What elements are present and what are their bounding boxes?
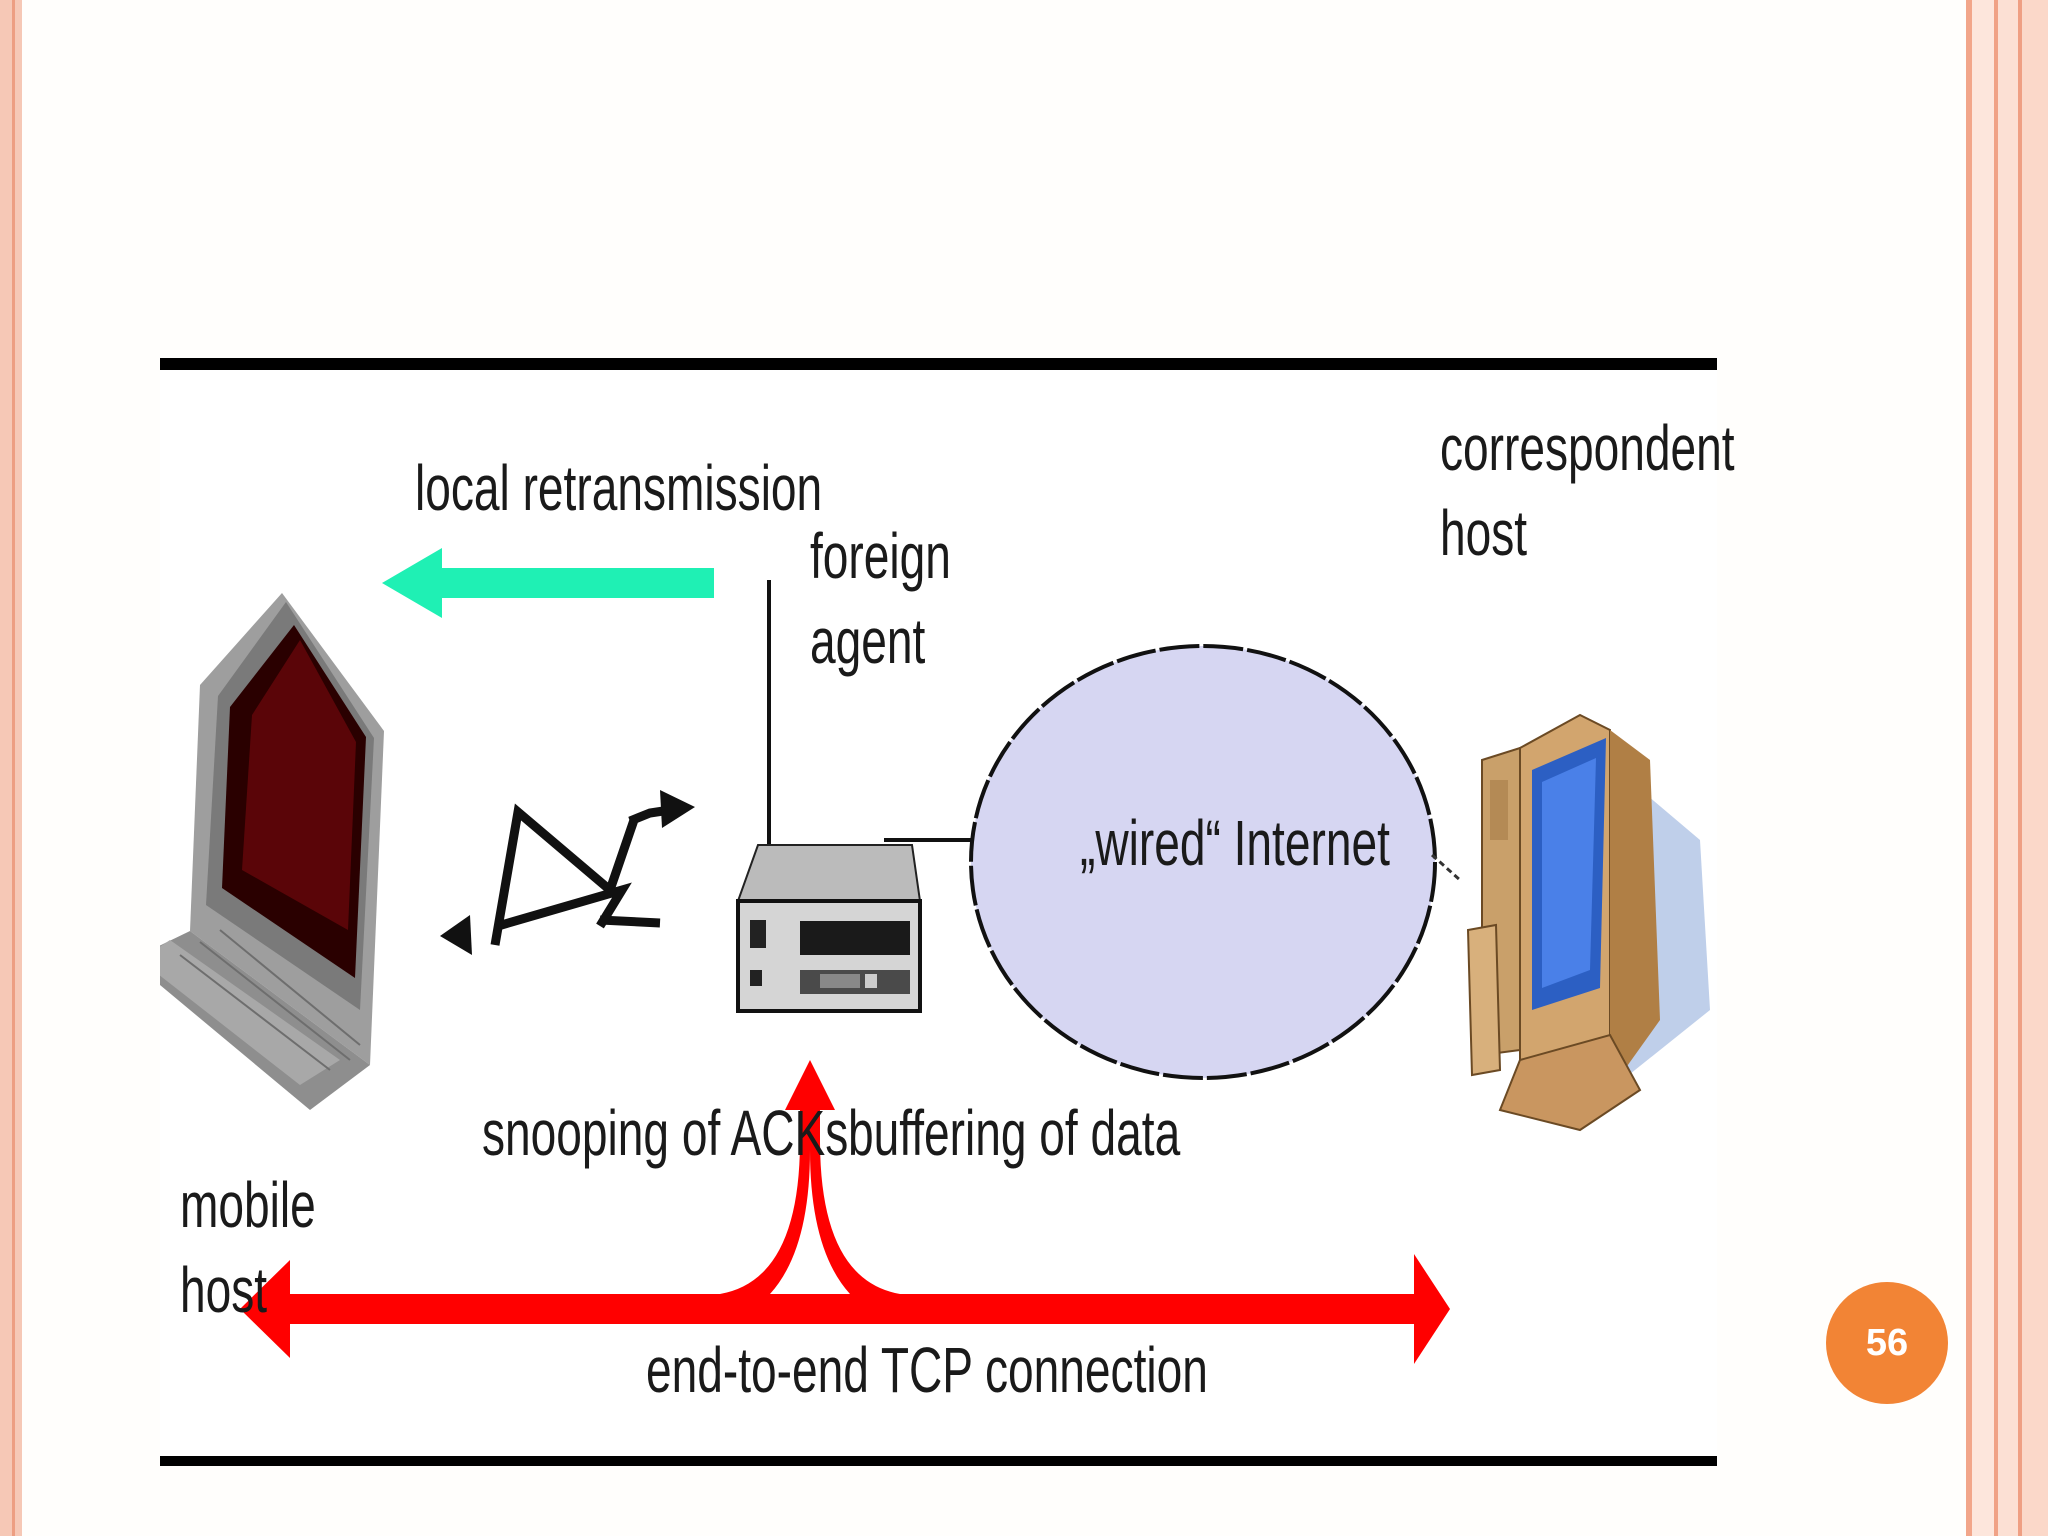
end-to-end-tcp-arrow <box>240 1060 1450 1364</box>
wired-link-2 <box>1431 853 1461 882</box>
label-correspondent-1: correspondent <box>1440 412 1735 484</box>
page-number-badge: 56 <box>1826 1282 1948 1404</box>
label-mobile-1: mobile <box>180 1169 316 1241</box>
local-retransmission-arrow <box>382 548 714 618</box>
desktop-computer-icon <box>1466 713 1710 1132</box>
label-foreign-agent-2: agent <box>810 605 926 677</box>
label-buffering: buffering of data <box>848 1097 1181 1169</box>
label-snooping: snooping of ACKs <box>482 1097 849 1169</box>
snooping-tcp-diagram: local retransmission foreign agent corre… <box>160 358 1735 1466</box>
label-mobile-2: host <box>180 1254 268 1326</box>
diagram-graphics <box>160 548 1710 1364</box>
right-border-decoration <box>1966 0 2048 1536</box>
wireless-link-icon <box>440 790 695 955</box>
label-correspondent-2: host <box>1440 497 1528 569</box>
label-wired-internet: „wired“ Internet <box>1080 807 1390 879</box>
left-border-decoration <box>0 0 22 1536</box>
label-foreign-agent-1: foreign <box>810 520 951 592</box>
label-local-retransmission: local retransmission <box>415 452 823 524</box>
laptop-icon <box>160 593 384 1110</box>
router-icon <box>736 844 922 1013</box>
internet-cloud <box>969 644 1437 1080</box>
label-end-to-end: end-to-end TCP connection <box>646 1334 1208 1406</box>
